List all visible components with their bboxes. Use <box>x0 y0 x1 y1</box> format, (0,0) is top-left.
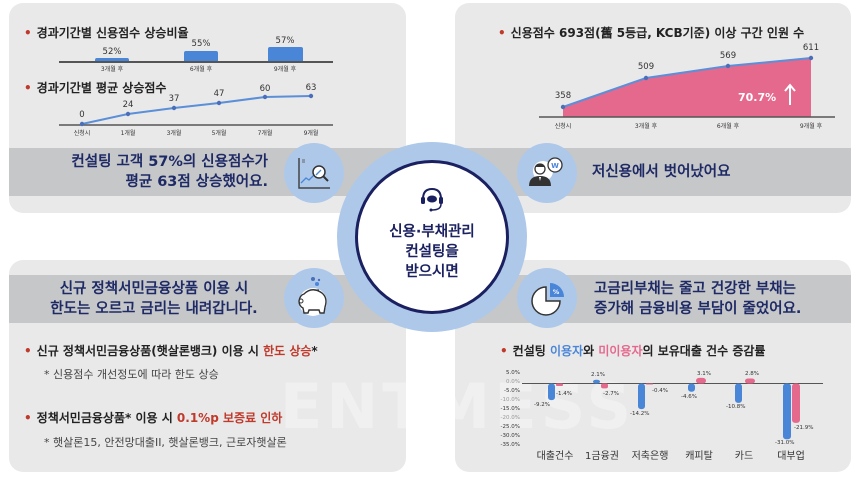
nonuser-bar-value: -2.7% <box>603 391 619 397</box>
y-tick: 0.0% <box>506 379 520 385</box>
line-category: 7개월 <box>257 130 273 137</box>
user-bar-value: -9.2% <box>534 402 550 408</box>
y-tick: -25.0% <box>500 424 520 430</box>
chart-magnifier-icon <box>284 143 344 203</box>
band-text-bottom-left: 신규 정책서민금융상품 이용 시 한도는 오르고 금리는 내려갑니다. <box>50 281 258 317</box>
y-tick: -5.0% <box>504 388 520 394</box>
piggy-bank-icon <box>284 268 344 328</box>
line-value: 63 <box>305 83 317 93</box>
bar-category: 저축은행 <box>631 451 669 462</box>
area-value: 358 <box>554 91 572 101</box>
nonuser-bar-value: -21.9% <box>794 425 814 431</box>
bar-category: 9개월 후 <box>273 66 297 73</box>
line-chart-svg <box>59 93 333 127</box>
title-score-ratio: •경과기간별 신용점수 상승비율 <box>24 26 189 40</box>
headset-icon <box>416 185 448 219</box>
bar-category: 1금융권 <box>585 451 619 462</box>
nonuser-bar-value: 3.1% <box>697 371 711 377</box>
nonuser-bar-value: 2.8% <box>745 371 759 377</box>
center-circle <box>355 160 509 314</box>
line-value: 60 <box>259 84 271 94</box>
area-chart-svg <box>539 55 835 118</box>
watermark: ENTMESS <box>280 370 636 443</box>
bar-9m <box>268 47 303 61</box>
y-tick: -10.0% <box>500 397 520 403</box>
y-tick: -20.0% <box>500 415 520 421</box>
pie-percent-icon: % <box>517 268 577 328</box>
area-value: 509 <box>637 62 655 72</box>
band-text-top-right: 저신용에서 벗어났어요 <box>592 164 731 180</box>
title-avg-increase: •경과기간별 평균 상승점수 <box>24 81 167 95</box>
policy-limit-increase-item: •신규 정책서민금융상품(햇살론뱅크) 이용 시 한도 상승* <box>24 344 318 358</box>
person-won-bubble-icon: W <box>517 143 577 203</box>
area-category: 신청시 <box>554 123 572 130</box>
area-category: 3개월 후 <box>634 123 658 130</box>
bar-value: 52% <box>102 47 122 57</box>
line-value: 47 <box>213 89 225 99</box>
bar-category: 카드 <box>734 451 754 462</box>
area-category: 9개월 후 <box>799 123 823 130</box>
line-category: 3개월 <box>166 130 182 137</box>
user-bar-value: 2.1% <box>591 372 605 378</box>
band-text-top-left: 컨설팅 고객 57%의 신용점수가 평균 63점 상승했어요. <box>71 154 268 190</box>
svg-text:%: % <box>553 288 560 296</box>
svg-text:W: W <box>551 162 559 170</box>
center-title: 신용·부채관리 컨설팅을 받으시면 <box>389 224 475 280</box>
line-category: 9개월 <box>303 130 319 137</box>
nonuser-bar-value: -1.4% <box>556 391 572 397</box>
line-value: 37 <box>168 94 180 104</box>
y-tick: -15.0% <box>500 406 520 412</box>
y-tick: -35.0% <box>500 442 520 448</box>
bar-category: 3개월 후 <box>100 66 124 73</box>
bar-category: 대부업 <box>777 451 805 462</box>
nonuser-bar-value: -0.4% <box>652 388 668 394</box>
y-tick: 5.0% <box>506 370 520 376</box>
bar-category: 6개월 후 <box>189 66 213 73</box>
bar-3m <box>95 58 129 61</box>
y-tick: -30.0% <box>500 433 520 439</box>
bar-value: 57% <box>275 36 295 46</box>
line-category: 5개월 <box>211 130 227 137</box>
bar-category: 캐피탈 <box>685 451 713 462</box>
line-category: 신청시 <box>73 130 91 137</box>
bar-category: 대출건수 <box>536 451 574 462</box>
guarantee-fee-item: •정책서민금융상품* 이용 시 0.1%p 보증료 인하 <box>24 411 283 425</box>
line-value: 0 <box>79 110 85 120</box>
user-bar-value: -10.8% <box>726 404 746 410</box>
user-bar-value: -14.2% <box>630 411 650 417</box>
band-text-bottom-right: 고금리부채는 줄고 건강한 부채는 증가해 금융비용 부담이 줄었어요. <box>594 281 802 317</box>
increase-percent: 70.7% <box>738 91 777 104</box>
guarantee-fee-note: * 햇살론15, 안전망대출II, 햇살론뱅크, 근로자햇살론 <box>44 436 287 449</box>
title-high-score-count: •신용점수 693점(舊 5등급, KCB기준) 이상 구간 인원 수 <box>498 26 805 40</box>
line-category: 1개월 <box>120 130 136 137</box>
user-bar-value: -4.6% <box>681 394 697 400</box>
area-category: 6개월 후 <box>716 123 740 130</box>
bar-value: 55% <box>191 39 211 49</box>
bar-6m <box>184 51 218 61</box>
user-bar-value: -31.0% <box>775 440 795 446</box>
line-value: 24 <box>122 100 134 110</box>
policy-limit-note: * 신용점수 개선정도에 따라 한도 상승 <box>44 368 219 381</box>
area-value: 569 <box>719 51 737 61</box>
title-loan-change: •컨설팅 이용자와 미이용자의 보유대출 건수 증감률 <box>500 344 766 358</box>
area-value: 611 <box>802 43 820 53</box>
